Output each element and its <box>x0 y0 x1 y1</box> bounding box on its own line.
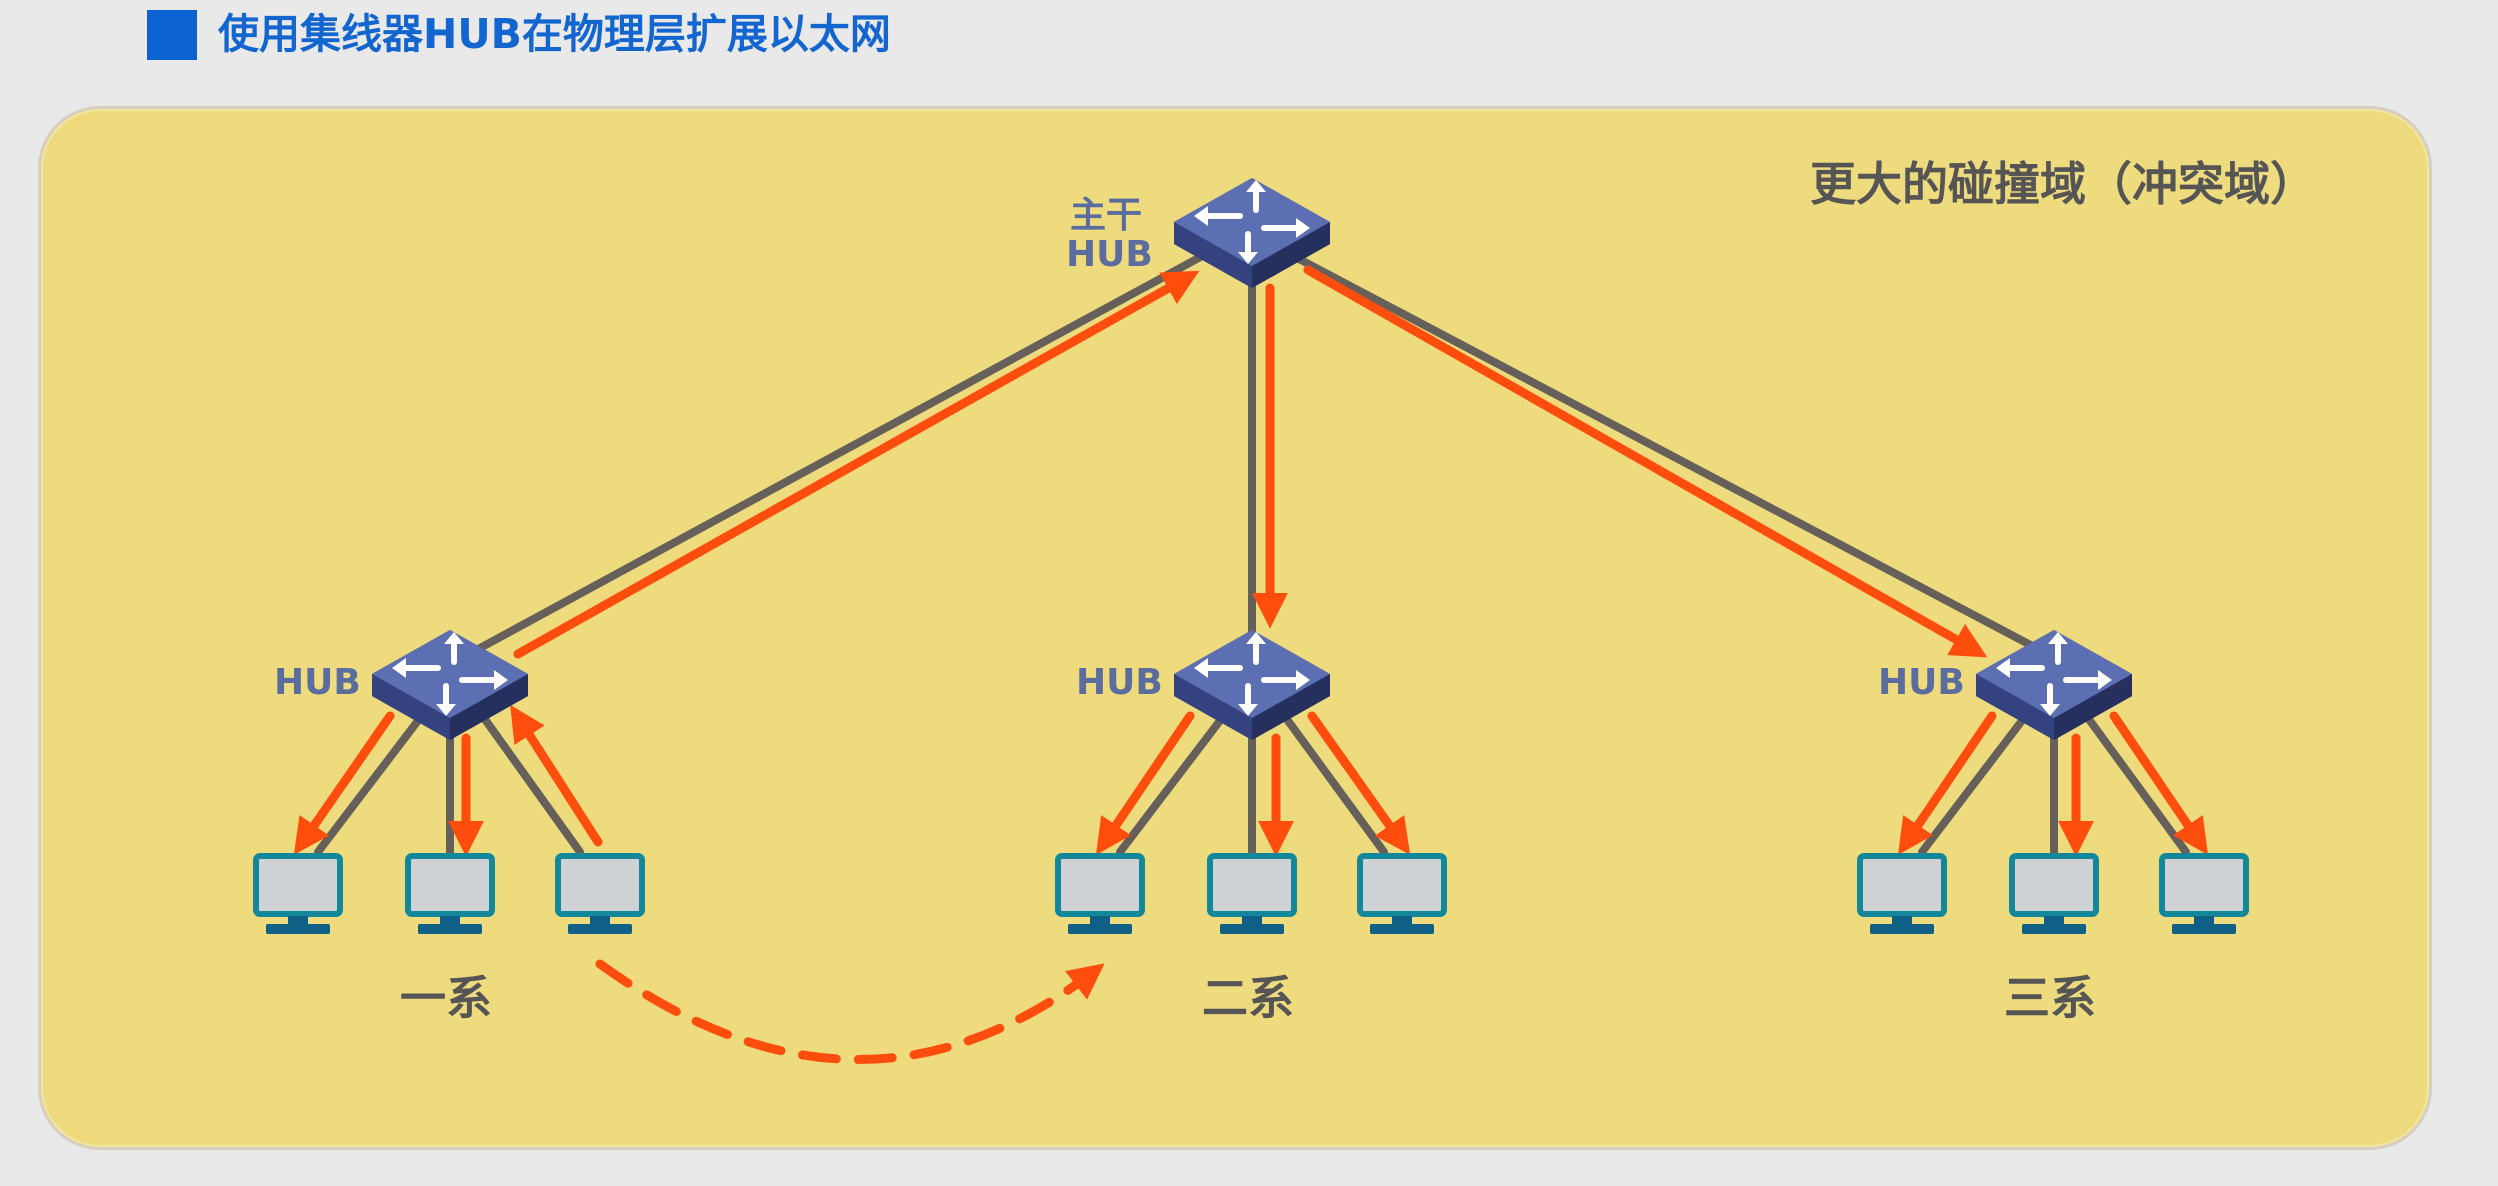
computer-icon <box>2012 856 2096 934</box>
computer-icon <box>1860 856 1944 934</box>
department-label: 二系 <box>1202 971 1294 1025</box>
computer-icon <box>256 856 340 934</box>
collision-domain-label: 更大的碰撞域（冲突域） <box>1810 157 2316 211</box>
hub-label: HUB <box>274 662 361 703</box>
cables <box>314 238 2190 856</box>
computer-icon <box>558 856 642 934</box>
hub-icon <box>1976 630 2132 740</box>
title-square-icon <box>147 10 197 60</box>
hub-label: HUB <box>1878 662 1965 703</box>
backbone-hub-label-line2: HUB <box>1066 234 1153 275</box>
computer-icon <box>1210 856 1294 934</box>
backbone-hub-label-line1: 主干 <box>1070 195 1143 236</box>
diagram-panel <box>38 106 2432 1150</box>
computer-icon <box>408 856 492 934</box>
signal-arrows <box>293 265 2209 1064</box>
hub-icon <box>1174 630 1330 740</box>
page-title: 使用集线器HUB在物理层扩展以太网 <box>218 10 891 58</box>
department-label: 一系 <box>400 971 492 1025</box>
hub-label: HUB <box>1076 662 1163 703</box>
computer-icon <box>1058 856 1142 934</box>
computer-icon <box>1360 856 1444 934</box>
hub-icon <box>372 630 528 740</box>
department-label: 三系 <box>2004 971 2096 1025</box>
computer-icon <box>2162 856 2246 934</box>
